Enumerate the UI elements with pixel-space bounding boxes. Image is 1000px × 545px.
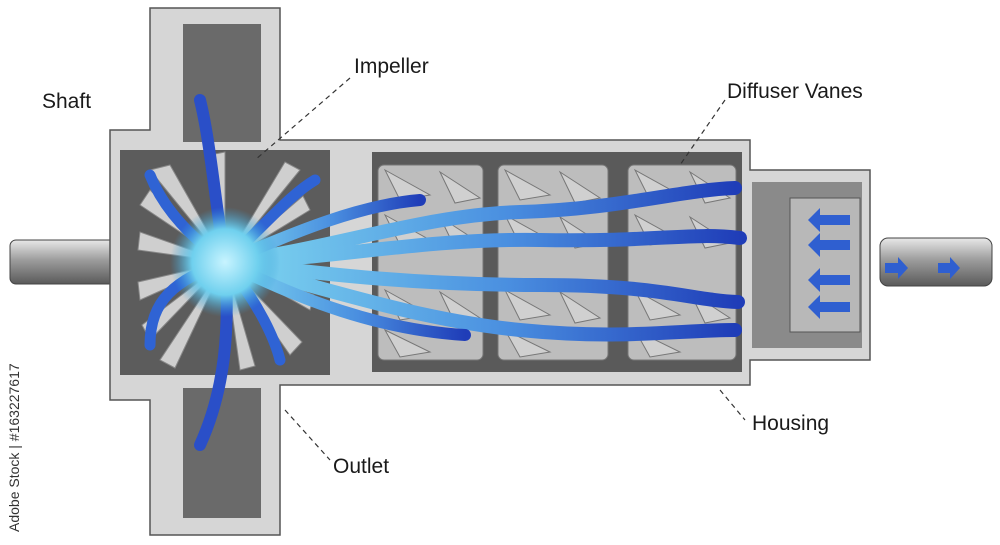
stock-watermark: Adobe Stock | #163227617 — [4, 300, 26, 532]
volute-top — [183, 24, 261, 142]
watermark-text: Adobe Stock | #163227617 — [6, 363, 22, 532]
leader-lines — [254, 77, 746, 461]
label-housing: Housing — [752, 412, 830, 435]
label-shaft: Shaft — [42, 90, 92, 113]
return-flow-arrows — [808, 208, 960, 319]
label-diffuser-vanes: Diffuser Vanes — [727, 80, 863, 103]
impeller-hub-glow — [170, 207, 280, 317]
shaft-left — [9, 239, 121, 285]
volute-bottom — [183, 388, 261, 518]
label-outlet: Outlet — [333, 455, 390, 478]
shaft-right — [879, 237, 993, 287]
airflow-streams — [144, 94, 747, 451]
label-impeller: Impeller — [354, 55, 429, 78]
